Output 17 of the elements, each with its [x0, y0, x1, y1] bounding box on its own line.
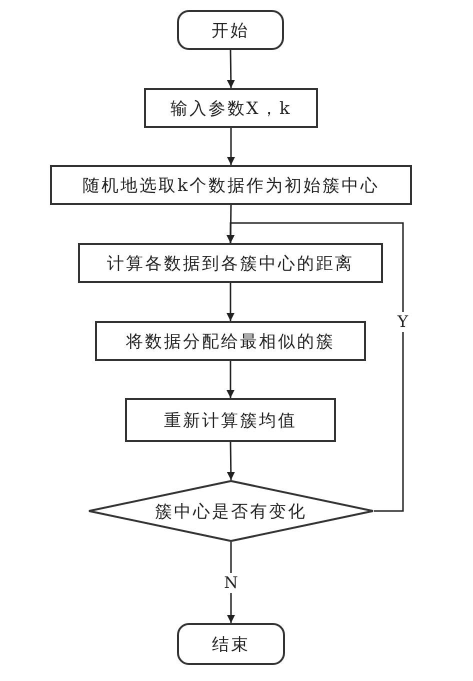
terminal-box: 开始 — [177, 10, 284, 50]
process-box: 将数据分配给最相似的簇 — [95, 321, 366, 361]
arrow — [226, 50, 235, 88]
arrow — [226, 283, 234, 321]
edge-label: N — [223, 572, 239, 592]
process-box: 随机地选取k个数据作为初始簇中心 — [50, 165, 412, 205]
decision-diamond: 簇中心是否有变化 — [88, 480, 374, 542]
process-box: 计算各数据到各簇中心的距离 — [78, 243, 383, 283]
edge-label: Y — [396, 312, 410, 332]
terminal-box: 结束 — [177, 623, 285, 665]
arrow — [226, 361, 234, 398]
arrow — [226, 222, 404, 512]
arrow — [226, 442, 235, 480]
arrow — [227, 542, 235, 623]
process-box: 重新计算簇均值 — [125, 398, 336, 442]
arrow — [227, 128, 235, 165]
process-box: 输入参数X，k — [144, 88, 318, 128]
